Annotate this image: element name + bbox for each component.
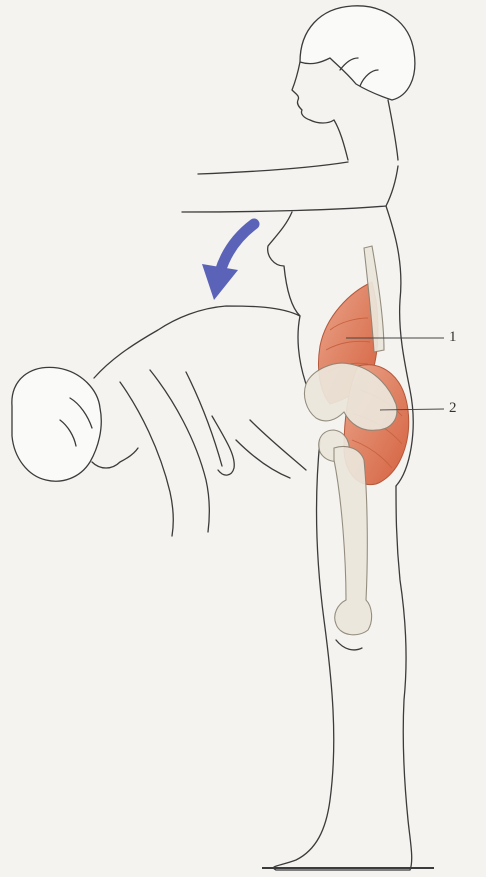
bending-face xyxy=(92,448,138,468)
standing-torso-front xyxy=(268,212,306,384)
standing-arm-upper xyxy=(182,162,398,212)
bending-head xyxy=(12,367,101,481)
standing-face xyxy=(292,62,334,123)
bending-arm-1 xyxy=(120,382,173,536)
callout-label-2: 2 xyxy=(449,400,457,417)
bending-arm-2 xyxy=(150,370,209,532)
bending-back xyxy=(94,306,300,378)
bending-figure xyxy=(12,306,306,536)
standing-hair xyxy=(300,6,415,100)
callout-label-1: 1 xyxy=(449,329,457,346)
curved-down-arrow-icon xyxy=(202,224,254,300)
